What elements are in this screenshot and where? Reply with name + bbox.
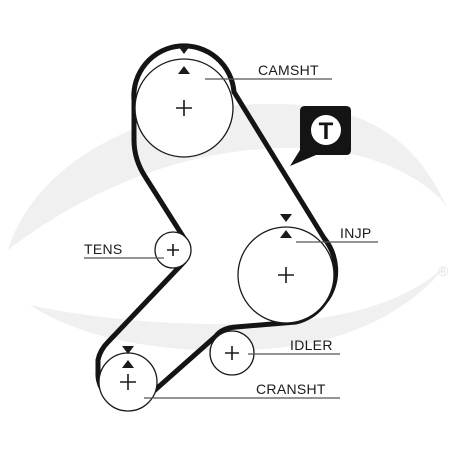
tensioner-label: TENS	[84, 241, 123, 257]
leader-lines	[84, 78, 378, 399]
timing-mark-arrow-down-icon	[178, 46, 190, 54]
injection-pump-pulley	[237, 214, 335, 324]
idler-pulley	[209, 330, 255, 376]
timing-mark-arrow-up-icon	[122, 360, 134, 368]
badge-letter: T	[319, 118, 334, 145]
center-cross-icon	[176, 100, 192, 116]
center-cross-icon	[225, 346, 239, 360]
brand-watermark: ®	[8, 103, 449, 351]
center-cross-icon	[167, 244, 179, 256]
timing-mark-arrow-up-icon	[178, 66, 190, 74]
camshaft-label: CAMSHT	[258, 62, 319, 78]
type-badge: T	[290, 106, 351, 166]
watermark-swoosh-lower	[30, 265, 446, 351]
idler-label: IDLER	[290, 337, 333, 353]
center-cross-icon	[278, 267, 294, 283]
tensioner-pulley	[154, 231, 192, 269]
watermark-registered-mark: ®	[438, 263, 449, 279]
crankshaft-label: CRANSHT	[256, 381, 326, 397]
camshaft-pulley	[134, 46, 234, 158]
timing-mark-arrow-down-icon	[122, 346, 134, 354]
crankshaft-pulley	[98, 346, 158, 412]
center-cross-icon	[120, 374, 136, 390]
timing-mark-arrow-up-icon	[280, 230, 292, 238]
injection-pump-label: INJP	[340, 225, 372, 241]
badge-circle	[311, 115, 341, 145]
timing-mark-arrow-down-icon	[280, 214, 292, 222]
